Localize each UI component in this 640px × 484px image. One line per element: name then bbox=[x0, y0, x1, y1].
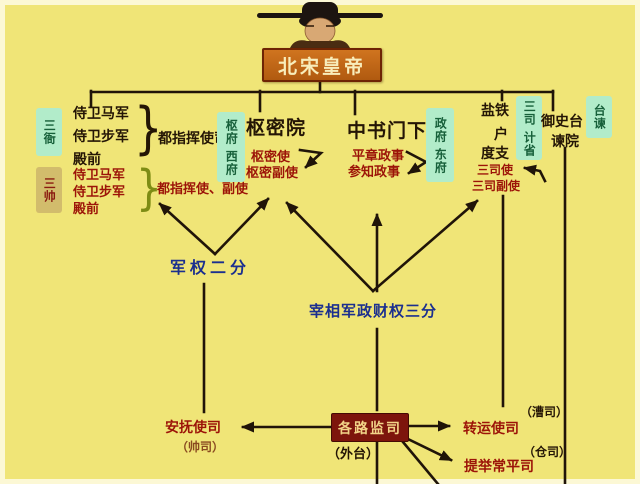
sansishi-label: 三司使 bbox=[477, 163, 514, 177]
emperor-label: 北宋皇帝 bbox=[262, 48, 382, 82]
brace-institutions: } bbox=[134, 96, 163, 161]
commanders-head: 都指挥使、副使 bbox=[157, 182, 249, 197]
pingzhang-label: 平章政事 bbox=[352, 149, 405, 164]
zhuanyun-alias: （漕司） bbox=[520, 405, 569, 419]
institution-item: 殿前 bbox=[73, 152, 101, 168]
shumifushi-label: 枢密副使 bbox=[246, 166, 299, 181]
anfu-alias: （帅司） bbox=[176, 440, 225, 454]
tag-zhengfu-text: 政府 bbox=[433, 116, 448, 143]
zhongshu-title: 中书门下 bbox=[347, 120, 428, 142]
sansifushi-label: 三司副使 bbox=[472, 179, 521, 193]
institution-item: 侍卫马军 bbox=[73, 106, 129, 122]
tag-sansi-text: 三司 bbox=[522, 99, 537, 126]
annotation-chancellor-power: 宰相军政财权三分 bbox=[309, 302, 438, 320]
tag-taijian: 台谏 bbox=[586, 96, 612, 138]
tag-dongfu-text: 东府 bbox=[433, 147, 448, 174]
canzhi-label: 参知政事 bbox=[348, 165, 401, 180]
tag-sanya-text: 三衙 bbox=[42, 119, 57, 145]
annotation-military-power: 军权二分 bbox=[170, 258, 251, 277]
tag-taijian-text: 台谏 bbox=[592, 104, 607, 130]
tag-xifu-text: 西府 bbox=[224, 149, 239, 176]
shumiyuan-title: 枢密院 bbox=[246, 117, 307, 139]
tag-jisheng-text: 计省 bbox=[522, 130, 537, 157]
zhuanyun-label: 转运使司 bbox=[463, 421, 519, 437]
tag-sanshuai-text: 三帅 bbox=[42, 177, 57, 203]
institutions-head: 都指挥使司 bbox=[158, 131, 228, 147]
anfu-label: 安抚使司 bbox=[165, 420, 221, 436]
brace-commanders: } bbox=[136, 160, 162, 216]
shumishi-label: 枢密使 bbox=[251, 150, 291, 165]
duzhi-label: 度支 bbox=[481, 146, 509, 162]
commander-item: 侍卫步军 bbox=[73, 185, 126, 200]
tag-shufu-xifu: 枢府 西府 bbox=[217, 112, 245, 182]
tag-zhengfu-dongfu: 政府 东府 bbox=[426, 108, 454, 182]
emperor-portrait bbox=[257, 2, 383, 48]
hu-label: 户 bbox=[494, 127, 508, 143]
tag-sanshuai: 三帅 bbox=[36, 167, 62, 213]
tiju-alias: （仓司） bbox=[523, 445, 572, 459]
yushitai-label: 御史台 bbox=[541, 114, 583, 130]
gelu-jiansi-box: 各路监司 bbox=[331, 413, 409, 442]
tag-sansi-jisheng: 三司 计省 bbox=[516, 96, 542, 160]
waitai-alias: （外台） bbox=[327, 447, 380, 462]
yantie-label: 盐铁 bbox=[481, 103, 509, 119]
tiju-label: 提举常平司 bbox=[464, 459, 534, 475]
jianyuan-label: 谏院 bbox=[551, 134, 579, 150]
gelu-jiansi-text: 各路监司 bbox=[338, 420, 402, 437]
tag-shufu-text: 枢府 bbox=[224, 118, 239, 145]
institution-item: 侍卫步军 bbox=[73, 129, 129, 145]
commander-item: 侍卫马军 bbox=[73, 168, 126, 183]
tag-sanya: 三衙 bbox=[36, 108, 62, 156]
emperor-label-text: 北宋皇帝 bbox=[277, 55, 366, 78]
commander-item: 殿前 bbox=[73, 202, 100, 217]
